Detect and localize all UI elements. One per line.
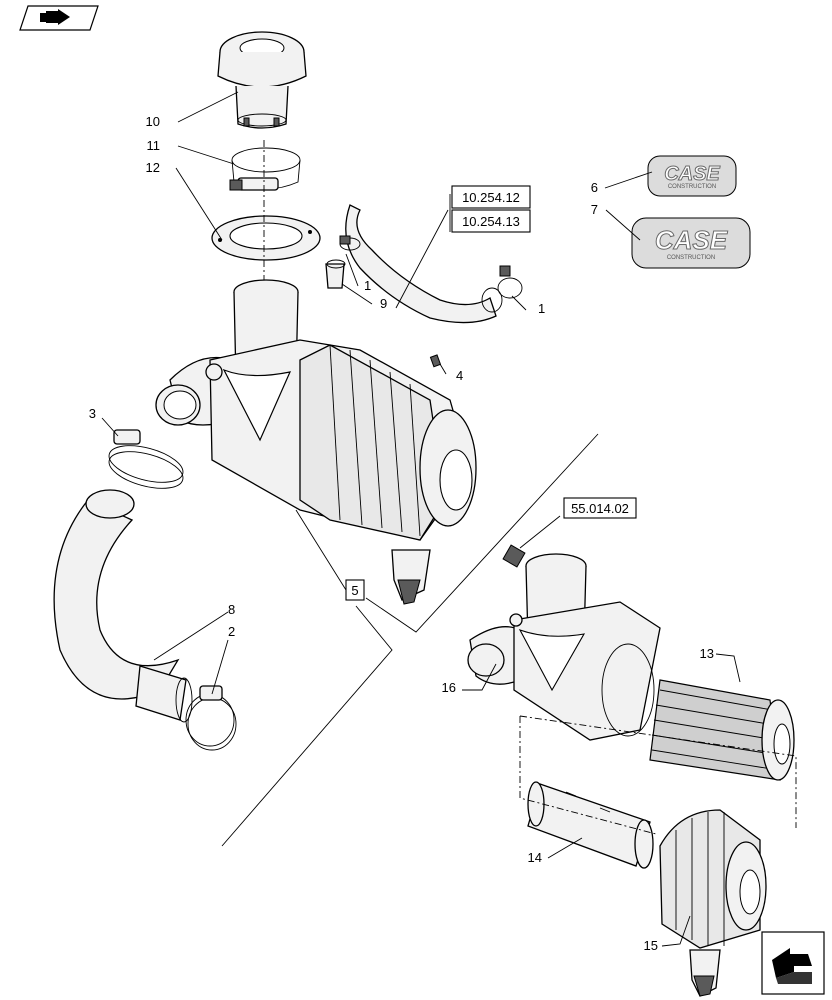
svg-text:CASE: CASE: [655, 225, 728, 255]
next-page-arrow-icon[interactable]: [761, 931, 825, 995]
case-decal-7: CASE CONSTRUCTION: [631, 217, 751, 269]
callout-5-box: 5: [345, 579, 365, 601]
svg-text:5: 5: [351, 583, 358, 598]
callout-12: 12: [146, 160, 160, 175]
callout-4: 4: [456, 368, 463, 383]
callout-9: 9: [380, 296, 387, 311]
reference-10-254-12[interactable]: 10.254.12: [451, 185, 531, 209]
intake-cap: [217, 31, 307, 129]
callout-16: 16: [442, 680, 456, 695]
case-decal-6: CASE CONSTRUCTION: [647, 155, 737, 197]
callout-8: 8: [228, 602, 235, 617]
callout-11: 11: [147, 138, 161, 153]
reference-10-254-13[interactable]: 10.254.13: [451, 209, 531, 233]
svg-text:CONSTRUCTION: CONSTRUCTION: [668, 184, 716, 190]
callout-2: 2: [228, 624, 235, 639]
safety-filter-14: [527, 781, 654, 869]
mounting-ring-12: [211, 215, 321, 261]
fitting-9: [325, 259, 346, 289]
housing-16: [467, 544, 661, 741]
callout-14: 14: [528, 850, 542, 865]
callout-10: 10: [146, 114, 160, 129]
assembly-outline: [519, 715, 797, 835]
svg-text:10.254.12: 10.254.12: [462, 190, 520, 205]
primary-filter-13: [649, 679, 795, 781]
reference-55-014-02[interactable]: 55.014.02: [563, 497, 637, 519]
hose-clamp-11: [229, 147, 301, 191]
callout-13: 13: [700, 646, 714, 661]
svg-text:CONSTRUCTION: CONSTRUCTION: [667, 255, 715, 261]
callout-7: 7: [591, 202, 598, 217]
small-clamp-1a: [339, 235, 361, 251]
callout-6: 6: [591, 180, 598, 195]
book-arrow-icon[interactable]: [19, 5, 99, 31]
callout-1a: 1: [364, 278, 371, 293]
svg-text:CASE: CASE: [664, 163, 720, 185]
small-clamp-1b: [497, 265, 523, 299]
hose-8: [53, 489, 193, 723]
callout-15: 15: [644, 938, 658, 953]
callout-3: 3: [89, 406, 96, 421]
cover-15: [659, 809, 767, 997]
svg-text:10.254.13: 10.254.13: [462, 214, 520, 229]
hose-clamp-3: [108, 429, 184, 489]
air-filter-housing: [155, 279, 477, 605]
small-hose: [345, 204, 503, 324]
section-lines: [221, 433, 599, 847]
callout-1b: 1: [538, 301, 545, 316]
hose-clamp-2: [185, 685, 237, 751]
svg-text:55.014.02: 55.014.02: [571, 501, 629, 516]
